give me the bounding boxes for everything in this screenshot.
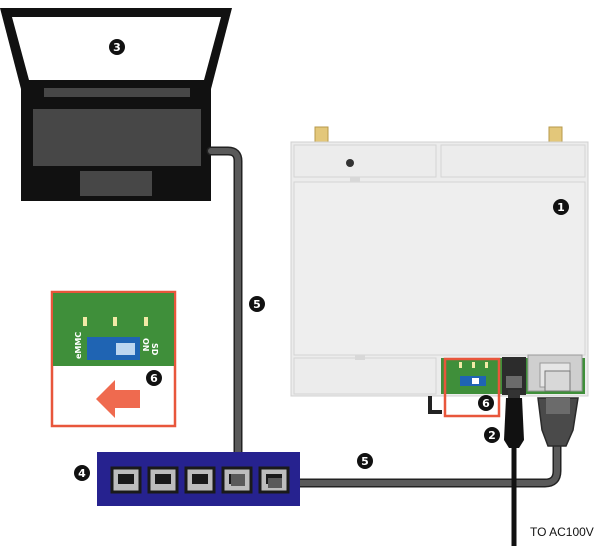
svg-text:3: 3 xyxy=(113,41,121,54)
router-slot-top xyxy=(350,177,360,182)
hub-port xyxy=(184,466,216,494)
router-indicator-dot xyxy=(346,159,354,167)
label-sd: SD xyxy=(150,343,159,356)
svg-text:5: 5 xyxy=(253,298,261,311)
callout-pin xyxy=(83,317,87,326)
power-label: TO AC100V xyxy=(530,525,594,539)
antenna-right xyxy=(548,126,563,143)
pcb-pin xyxy=(485,362,488,368)
router-main-panel xyxy=(293,181,586,356)
power-plug-collar xyxy=(508,390,520,400)
svg-text:2: 2 xyxy=(488,429,496,442)
svg-text:5: 5 xyxy=(361,455,369,468)
label-on: ON xyxy=(141,338,150,352)
cable-plug-laptop xyxy=(231,474,245,486)
hub-port xyxy=(110,466,142,494)
marker-laptop: 3 xyxy=(109,39,125,55)
marker-power-adapter: 2 xyxy=(484,427,500,443)
marker-router: 1 xyxy=(553,199,569,215)
antenna-left xyxy=(314,126,329,143)
router xyxy=(290,126,589,448)
svg-text:6: 6 xyxy=(482,397,490,410)
callout-pin xyxy=(113,317,117,326)
router-top-panel-right xyxy=(440,144,586,178)
marker-switch-on-device: 6 xyxy=(478,395,494,411)
marker-cable-laptop: 5 xyxy=(249,296,265,312)
label-emmc: eMMC xyxy=(74,332,83,359)
power-jack-inner xyxy=(506,376,522,388)
router-slot-bottom xyxy=(355,355,365,360)
marker-cable-hub: 5 xyxy=(357,453,373,469)
router-switch-highlight xyxy=(443,357,501,418)
router-top-panel-left xyxy=(293,144,437,178)
cable-plug-router xyxy=(268,478,282,488)
router-bracket xyxy=(428,396,442,414)
callout-pin xyxy=(144,317,148,326)
marker-hub: 4 xyxy=(74,465,90,481)
ethernet-plug-head xyxy=(544,370,571,392)
callout-dip-knob xyxy=(116,343,135,355)
svg-text:4: 4 xyxy=(78,467,86,480)
laptop-touchpad xyxy=(80,171,152,196)
cable-hub-to-router-core xyxy=(267,443,560,486)
power-plug xyxy=(504,398,524,448)
laptop-keyboard xyxy=(33,109,201,166)
cables xyxy=(206,146,562,546)
pcb-pin xyxy=(459,362,462,368)
network-hub xyxy=(97,452,300,506)
svg-text:1: 1 xyxy=(557,201,565,214)
svg-text:6: 6 xyxy=(150,372,158,385)
marker-switch-callout: 6 xyxy=(146,370,162,386)
pcb-pin xyxy=(472,362,475,368)
arrow-left-icon xyxy=(96,380,140,418)
switch-callout: eMMC ON SD xyxy=(50,290,177,428)
ethernet-plug-ridge xyxy=(546,398,570,414)
hub-port xyxy=(147,466,179,494)
router-dip-knob xyxy=(472,378,479,384)
router-bottom-panel xyxy=(293,357,437,395)
laptop-keyboard-top xyxy=(44,88,190,97)
cable-laptop-to-hub xyxy=(206,146,243,483)
laptop xyxy=(0,8,232,201)
cable-laptop-to-hub-core xyxy=(208,148,241,481)
